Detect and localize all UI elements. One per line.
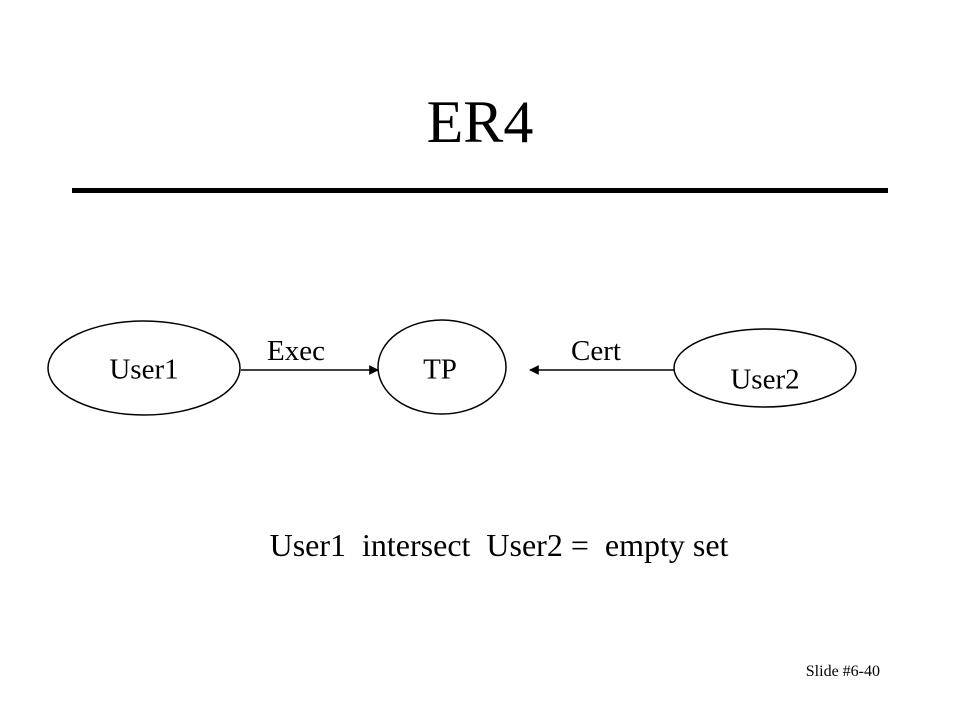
node-user1: User1 xyxy=(47,320,241,416)
slide-title: ER4 xyxy=(426,89,534,155)
node-user2: User2 xyxy=(673,328,857,408)
statement-part-4: empty set xyxy=(604,527,729,563)
edge-exec: Exec xyxy=(241,335,379,375)
edge-cert-label: Cert xyxy=(571,335,621,367)
edge-exec-label: Exec xyxy=(267,335,325,367)
edge-cert: Cert xyxy=(529,335,674,375)
statement: User1 intersect User2 = empty set xyxy=(0,525,960,565)
node-tp-label: TP xyxy=(423,354,457,386)
statement-part-1: User1 xyxy=(269,527,347,563)
node-tp: TP xyxy=(377,319,507,415)
statement-part-3: User2 = xyxy=(486,527,589,563)
title-divider xyxy=(72,188,888,193)
statement-part-2: intersect xyxy=(362,527,471,563)
slide-number: Slide #6-40 xyxy=(805,663,880,680)
node-user2-label: User2 xyxy=(730,364,799,396)
node-user1-label: User1 xyxy=(109,354,178,386)
